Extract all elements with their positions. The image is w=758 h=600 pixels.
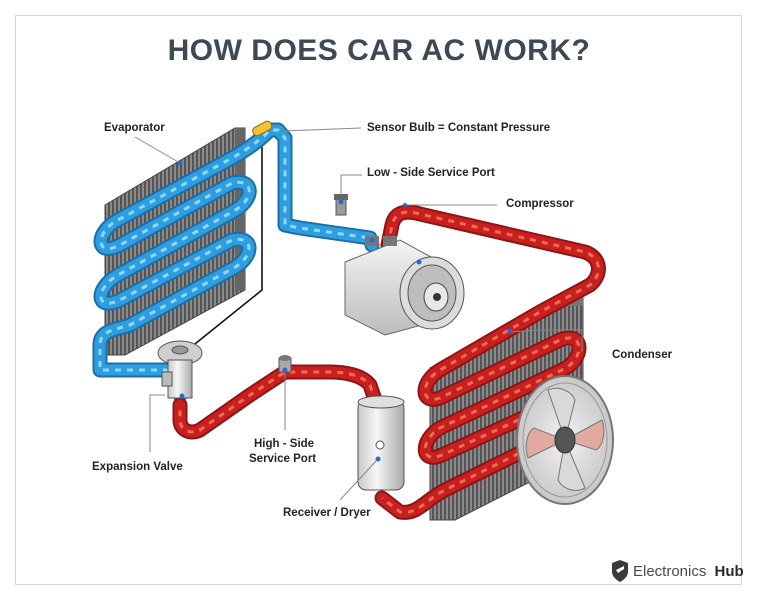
brand-name: Electronics [633, 563, 706, 580]
leader-dots [177, 160, 513, 334]
low-side-service-port [334, 194, 348, 216]
label-high-side-line1: High - Side [254, 438, 314, 450]
label-condenser: Condenser [612, 349, 673, 361]
svg-text:Electronics Hub: Electronics Hub [633, 563, 744, 580]
receiver-dryer [357, 395, 405, 491]
high-side-service-port [278, 355, 292, 373]
sensor-bulb [252, 120, 273, 137]
compressor [344, 236, 465, 336]
expansion-valve [157, 340, 203, 399]
label-high-side-line2: Service Port [249, 453, 316, 465]
condenser-fan [516, 375, 614, 505]
brand-logo: Electronics Hub [612, 560, 744, 582]
label-low-side-port: Low - Side Service Port [367, 167, 495, 179]
label-receiver-dryer: Receiver / Dryer [283, 507, 371, 519]
label-compressor: Compressor [506, 198, 574, 210]
label-sensor-bulb: Sensor Bulb = Constant Pressure [367, 122, 550, 134]
capillary-tube [184, 135, 263, 353]
brand-name-bold: Hub [715, 563, 744, 580]
page-title: HOW DOES CAR AC WORK? [167, 34, 591, 67]
leader-lines [134, 127, 583, 501]
label-expansion-valve: Expansion Valve [92, 461, 183, 473]
label-evaporator: Evaporator [104, 122, 165, 134]
cold-refrigerant-line [92, 122, 380, 403]
